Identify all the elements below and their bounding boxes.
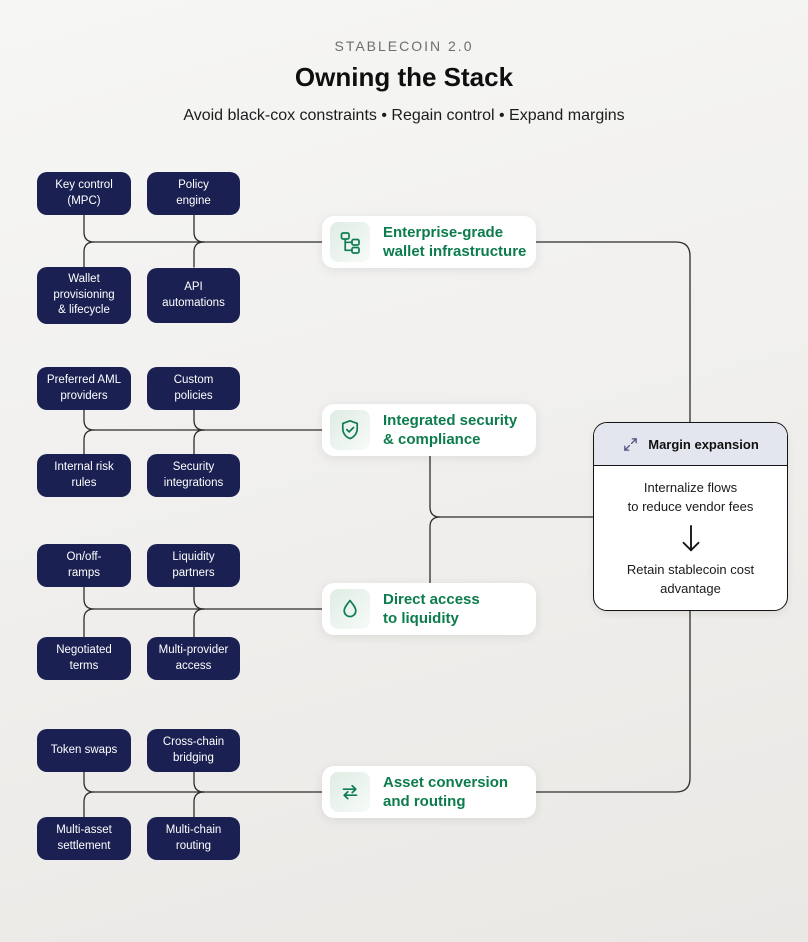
hierarchy-icon	[340, 232, 360, 254]
margin-panel-header: Margin expansion	[594, 423, 787, 466]
box-cross-chain-bridging: Cross-chain bridging	[147, 729, 240, 772]
box-multi-asset-settlement: Multi-asset settlement	[37, 817, 131, 860]
margin-step-1: Internalize flows to reduce vendor fees	[627, 480, 754, 514]
margin-expansion-panel: Margin expansion Internalize flows to re…	[593, 422, 788, 611]
icon-tile	[330, 222, 370, 262]
box-internal-risk-rules: Internal risk rules	[37, 454, 131, 497]
box-api-automations: API automations	[147, 268, 240, 323]
box-wallet-provisioning: Wallet provisioning & lifecycle	[37, 267, 131, 324]
card-label: Enterprise-grade wallet infrastructure	[383, 223, 527, 260]
margin-step-2: Retain stablecoin cost advantage	[626, 561, 755, 596]
box-on-off-ramps: On/off- ramps	[37, 544, 131, 587]
box-preferred-aml-providers: Preferred AML providers	[37, 367, 131, 410]
subtitle: Avoid black-cox constraints • Regain con…	[183, 107, 625, 124]
box-multi-chain-routing: Multi-chain routing	[147, 817, 240, 860]
icon-tile	[330, 589, 370, 629]
kicker: STABLECOIN 2.0	[334, 38, 474, 54]
icon-tile	[330, 410, 370, 450]
card-liquidity-access: Direct access to liquidity	[322, 583, 536, 635]
box-liquidity-partners: Liquidity partners	[147, 544, 240, 587]
shield-check-icon	[341, 419, 359, 440]
box-policy-engine: Policy engine	[147, 172, 240, 215]
box-negotiated-terms: Negotiated terms	[37, 637, 131, 680]
card-label: Direct access to liquidity	[383, 590, 480, 627]
card-label: Integrated security & compliance	[383, 411, 518, 448]
margin-panel-title: Margin expansion	[648, 436, 759, 452]
expand-icon	[624, 437, 638, 451]
icon-tile	[330, 772, 370, 812]
card-security-compliance: Integrated security & compliance	[322, 404, 536, 456]
box-token-swaps: Token swaps	[37, 729, 131, 772]
down-arrow-icon	[682, 524, 699, 551]
card-label: Asset conversion and routing	[383, 773, 509, 810]
page-title: Owning the Stack	[294, 62, 514, 92]
droplet-icon	[343, 599, 357, 618]
margin-panel-body: Internalize flows to reduce vendor fees …	[594, 466, 787, 598]
swap-arrows-icon	[342, 784, 358, 800]
box-multi-provider-access: Multi-provider access	[147, 637, 240, 680]
box-custom-policies: Custom policies	[147, 367, 240, 410]
box-security-integrations: Security integrations	[147, 454, 240, 497]
card-asset-conversion: Asset conversion and routing	[322, 766, 536, 818]
card-wallet-infrastructure: Enterprise-grade wallet infrastructure	[322, 216, 536, 268]
box-key-control-mpc: Key control (MPC)	[37, 172, 131, 215]
